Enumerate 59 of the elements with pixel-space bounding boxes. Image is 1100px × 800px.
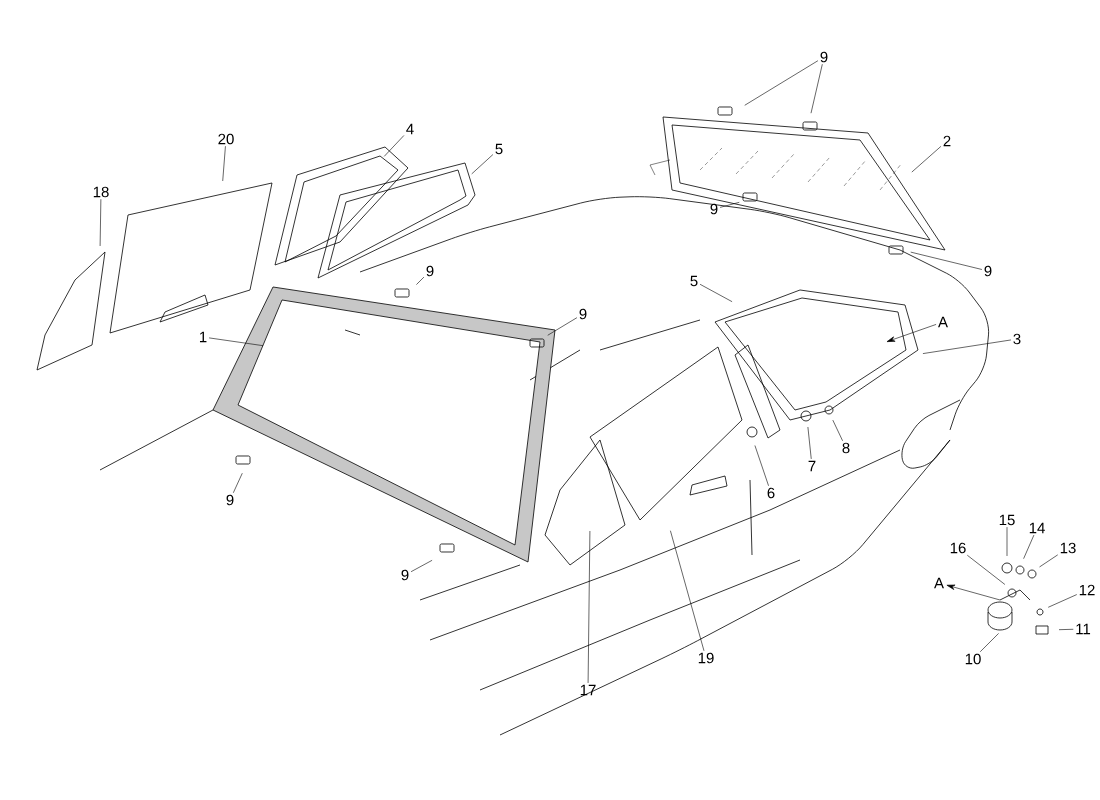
leader-line (719, 202, 740, 208)
leader-line (471, 154, 494, 175)
leader-line (1047, 594, 1078, 608)
leader-line (670, 530, 705, 652)
leader-line (832, 419, 843, 442)
callout-number: 1 (200, 331, 207, 343)
callout-number: 9 (579, 308, 587, 320)
callout-number: 17 (580, 684, 596, 696)
leader-line (383, 135, 405, 157)
leader-line (99, 198, 102, 247)
callout-number: 15 (999, 514, 1015, 526)
leader-line (910, 251, 983, 270)
callout-number: 5 (495, 143, 503, 155)
callout-number: 13 (1060, 542, 1076, 554)
callout-number: 7 (808, 460, 816, 472)
callout-number: 11 (1076, 623, 1091, 635)
callout-number: 9 (710, 203, 718, 215)
callout-number: A (934, 577, 944, 589)
leader-line (416, 276, 425, 285)
arrow (886, 324, 937, 342)
callout-number: 14 (1029, 522, 1045, 534)
callout-number: 5 (690, 275, 698, 287)
callout-number: 9 (401, 569, 409, 581)
leader-line (208, 337, 264, 346)
leader-line (1058, 629, 1074, 630)
leader-line (1039, 554, 1059, 568)
leader-line (587, 530, 591, 684)
callout-number: 8 (842, 442, 850, 454)
callout-number: 9 (984, 265, 992, 277)
leader-line (699, 284, 733, 302)
leader-line (810, 63, 823, 114)
callout-number: 20 (218, 133, 234, 145)
leader-line (754, 445, 769, 487)
leader-line (911, 146, 942, 173)
leader-line (807, 426, 812, 460)
callout-number: A (938, 316, 948, 328)
arrow (946, 584, 1001, 601)
callout-number: 9 (820, 51, 828, 63)
callout-number: 12 (1079, 584, 1095, 596)
callout-number: 9 (226, 494, 234, 506)
callout-number: 18 (93, 186, 109, 198)
callout-number: 19 (698, 652, 714, 664)
callout-number: 4 (406, 123, 414, 135)
leader-line (922, 339, 1012, 354)
leader-line (410, 560, 433, 572)
leader-line (744, 60, 819, 106)
leader-line (979, 633, 999, 653)
callout-number: 3 (1013, 333, 1021, 345)
leader-line (966, 554, 1006, 585)
leader-line (233, 472, 243, 494)
callout-number: 6 (767, 487, 775, 499)
callout-number: 10 (965, 653, 981, 665)
callout-number: 9 (426, 265, 434, 277)
callout-number: 16 (950, 542, 966, 554)
leader-line (1006, 526, 1008, 557)
callout-number: 2 (943, 135, 951, 147)
leader-line (222, 145, 226, 182)
leader-line (547, 317, 578, 336)
leader-line (1023, 534, 1035, 559)
